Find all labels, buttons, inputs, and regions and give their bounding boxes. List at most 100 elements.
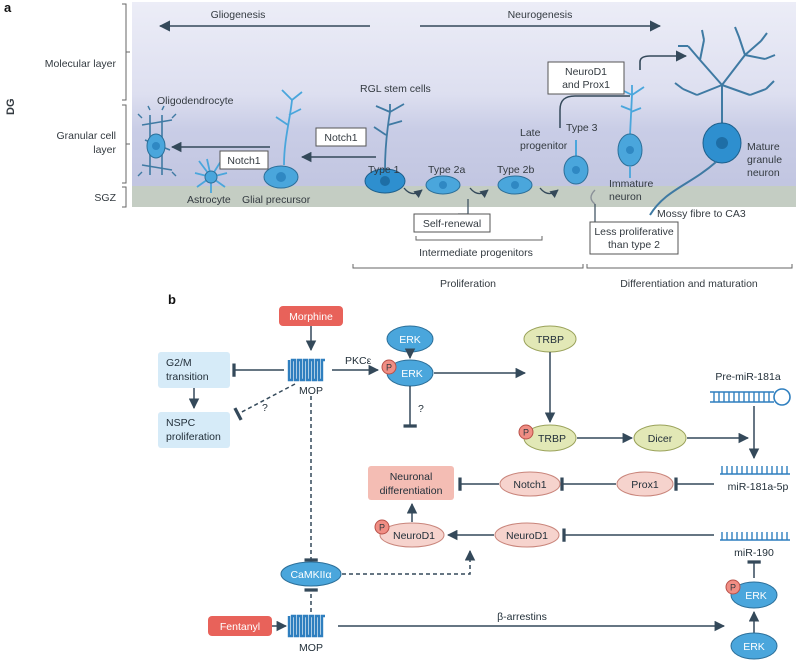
type2a-label: Type 2a	[428, 164, 466, 176]
g2m-label-1: G2/M	[166, 357, 192, 369]
nspc-label-1: NSPC	[166, 417, 196, 429]
erk-right-node	[730, 632, 778, 660]
less-proliferative-label-2: than type 2	[608, 239, 660, 251]
mir181-label: miR-181a-5p	[728, 481, 789, 493]
neurod1-label: NeuroD1	[506, 530, 548, 542]
notch1-box-a	[315, 127, 367, 147]
dicer-node	[633, 424, 687, 452]
less-proliferative-box	[589, 221, 679, 255]
pre-mir-label: Pre-miR-181a	[715, 371, 781, 383]
panel-b-letter: b	[168, 292, 176, 307]
prox1-node	[616, 471, 674, 497]
rgl-stem-cell	[364, 103, 406, 194]
granular-layer-label-2: layer	[93, 144, 116, 156]
sgz-bracket	[122, 186, 127, 208]
oligodendrocyte-cell	[137, 105, 177, 177]
mature-label-1: Mature	[747, 141, 780, 153]
trbp-label: TRBP	[536, 334, 564, 346]
rgl-label: RGL stem cells	[360, 83, 431, 95]
neurod1-phospho-label: NeuroD1	[393, 530, 435, 542]
nspc-box	[158, 412, 230, 448]
erk-top-label: ERK	[399, 334, 421, 346]
molecular-bracket	[122, 3, 127, 101]
type2a-cell	[425, 175, 461, 195]
erk-right-label: ERK	[743, 641, 765, 653]
proliferation-label: Proliferation	[440, 278, 496, 290]
mature-granule-neuron	[649, 26, 776, 216]
mir190-strand	[720, 532, 790, 541]
g2m-label-2: transition	[166, 371, 209, 383]
svg-text:P: P	[386, 363, 392, 373]
neurogenesis-label: Neurogenesis	[508, 9, 573, 21]
gliogenesis-label: Gliogenesis	[211, 9, 266, 21]
molecular-layer-label: Molecular layer	[45, 58, 117, 70]
mir181-strand	[720, 466, 790, 475]
svg-text:P: P	[523, 428, 529, 438]
self-renewal-box	[413, 213, 491, 233]
mop-receptor-top	[287, 358, 325, 382]
self-renewal-label: Self-renewal	[423, 218, 481, 230]
immature-label-2: neuron	[609, 191, 642, 203]
immature-label-1: Immature	[609, 178, 654, 190]
panel-a-letter: a	[4, 0, 12, 15]
mature-label-2: granule	[747, 154, 782, 166]
type2b-label: Type 2b	[497, 164, 535, 176]
neurod1-prox1-label-1: NeuroD1	[565, 66, 607, 78]
morphine-label: Morphine	[289, 311, 333, 323]
mir190-label: miR-190	[734, 547, 774, 559]
pre-mir-hairpin	[710, 388, 791, 406]
notch1-box-a-label: Notch1	[324, 132, 357, 144]
intermediate-label: Intermediate progenitors	[419, 247, 533, 259]
neurod1-prox1-box	[547, 61, 625, 95]
oligodendrocyte-label: Oligodendrocyte	[157, 95, 234, 107]
erk-right-phospho-label: ERK	[745, 590, 767, 602]
astrocyte-cell	[194, 158, 228, 193]
granular-layer-label-1: Granular cell	[56, 130, 116, 142]
arrestins-label: β-arrestins	[497, 611, 547, 623]
type3-cell	[563, 140, 589, 185]
glial-precursor-cell	[263, 89, 303, 189]
mop-receptor-bottom	[287, 614, 325, 638]
camkii-node	[280, 561, 342, 587]
question-mark-1: ?	[262, 402, 268, 414]
neurod1-prox1-label-2: and Prox1	[562, 79, 610, 91]
phospho-badge-erk-right	[725, 579, 741, 595]
dicer-label: Dicer	[648, 433, 673, 445]
fentanyl-label: Fentanyl	[220, 621, 260, 633]
notch1-node	[499, 471, 561, 497]
differentiation-label: Differentiation and maturation	[620, 278, 758, 290]
notch1-box-b-label: Notch1	[227, 155, 260, 167]
svg-text:P: P	[379, 523, 385, 533]
late-progenitor-label-2: progenitor	[520, 140, 568, 152]
nspc-label-2: proliferation	[166, 431, 221, 443]
immature-neuron-cell	[617, 85, 645, 178]
late-progenitor-label-1: Late	[520, 127, 541, 139]
sgz-label: SGZ	[94, 192, 116, 204]
svg-text:P: P	[730, 583, 736, 593]
phospho-badge-trbp	[518, 424, 534, 440]
neuronal-differentiation-box	[368, 466, 454, 500]
trbp-phospho-label: TRBP	[538, 433, 566, 445]
erk-right-phospho-node	[730, 581, 778, 609]
neurod1-phospho-node	[379, 522, 445, 548]
erk-phospho-label: ERK	[401, 368, 423, 380]
type3-label: Type 3	[566, 122, 598, 134]
question-mark-2: ?	[418, 403, 424, 415]
fentanyl-box	[208, 616, 272, 636]
mop-top-label: MOP	[299, 385, 323, 397]
notch1-box-b	[219, 150, 269, 170]
dg-label: DG	[5, 99, 17, 116]
granular-bracket	[122, 104, 127, 184]
astrocyte-label: Astrocyte	[187, 194, 231, 206]
g2m-box	[158, 352, 230, 388]
neuronal-label-2: differentiation	[380, 485, 443, 497]
mossy-fibre-label: Mossy fibre to CA3	[657, 208, 746, 220]
less-proliferative-label-1: Less proliferative	[594, 226, 674, 238]
sgz-band	[132, 186, 796, 207]
dentate-gyrus-background	[132, 2, 796, 207]
pkc-label: PKCε	[345, 355, 372, 367]
glial-precursor-label: Glial precursor	[242, 194, 311, 206]
mop-bottom-label: MOP	[299, 642, 323, 654]
type1-label: Type 1	[368, 164, 400, 176]
